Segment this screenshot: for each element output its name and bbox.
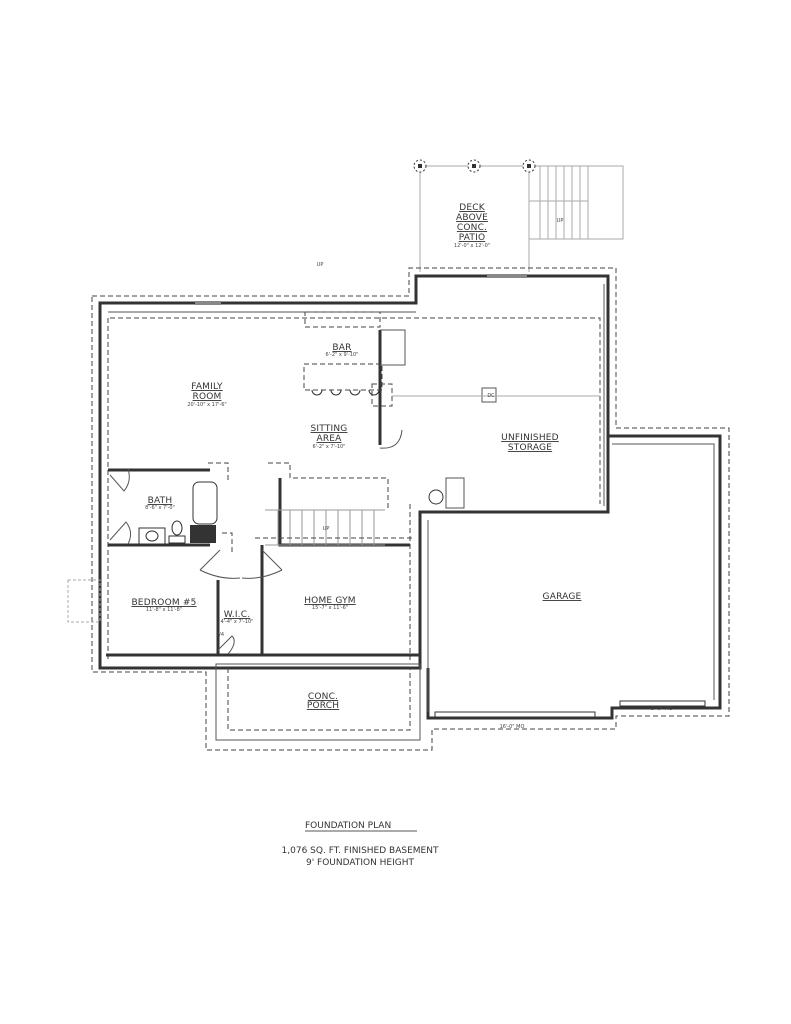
storage-label-2: STORAGE: [508, 443, 552, 453]
title-underline: [305, 830, 417, 832]
deck-label: DECK: [459, 203, 486, 213]
family-room-label: FAMILY: [191, 382, 223, 392]
double-door-swing: [199, 549, 283, 579]
door-swing: [379, 429, 403, 449]
family-room-label-2: ROOM: [193, 392, 222, 402]
garage-door-9: [619, 700, 706, 707]
bar-dims: 6'-2" x 9'-10": [325, 352, 358, 358]
deck-dims: 12'-0" x 12'-0": [454, 243, 490, 249]
deck-post-icon: [413, 159, 427, 173]
deck-area: [413, 159, 624, 272]
water-heater-icon: [428, 489, 444, 505]
bath-dims: 8'-6" x 7'-0": [145, 505, 175, 511]
wic-dims: 4'-4" x 7'-10": [220, 619, 253, 625]
furnace-icon: [445, 477, 465, 509]
plan-title: FOUNDATION PLAN: [305, 821, 391, 831]
garage-door-2-label: 9'-0" MO: [651, 706, 673, 712]
post-label: DC: [487, 393, 495, 399]
sitting-area-dims: 6'-2" x 7'-10": [312, 444, 345, 450]
deck-label-2: ABOVE: [456, 213, 488, 223]
door-swing: [217, 635, 235, 655]
stair-up-label: UP: [323, 526, 330, 532]
footing-outline: [91, 267, 730, 751]
sqft-note: 1,076 SQ. FT. FINISHED BASEMENT: [282, 846, 439, 856]
stairs: [265, 509, 385, 546]
storage-label: UNFINISHED: [501, 433, 559, 443]
stair-up-label: UP: [557, 218, 564, 224]
bar-island: [303, 363, 383, 391]
garage-wall: [420, 434, 722, 720]
toilet-icon: [171, 520, 183, 536]
porch-slab: [215, 663, 421, 741]
home-gym-label: HOME GYM: [304, 596, 356, 606]
sitting-area-label: SITTING: [311, 424, 348, 434]
shower-icon: [190, 525, 216, 543]
family-room-dims: 20'-10" x 17'-6": [187, 402, 226, 408]
window: [195, 301, 221, 305]
porch-label-2: PORCH: [307, 701, 339, 711]
window: [487, 274, 527, 278]
deck-label-4: PATIO: [459, 233, 486, 243]
bar-counter: [304, 311, 381, 328]
porch-label: CONC.: [308, 692, 338, 702]
door-swing: [109, 521, 132, 545]
deck-post-icon: [522, 159, 536, 173]
bedroom5-dims: 11'-8" x 11'-8": [146, 607, 182, 613]
garage-door-1-label: 16'-0" MO: [500, 724, 525, 730]
bar-label: BAR: [332, 343, 351, 353]
deck-label-3: CONC.: [457, 223, 487, 233]
egress-window-well: [67, 579, 101, 623]
stair-up-label: UP: [317, 262, 324, 268]
deck-post-icon: [467, 159, 481, 173]
door-swing: [109, 468, 130, 492]
sitting-area-label-2: AREA: [316, 434, 342, 444]
bathtub-icon: [192, 481, 218, 525]
wic-label: W.I.C.: [224, 610, 251, 620]
garage-door-16: [434, 711, 596, 718]
bath-label: BATH: [148, 496, 173, 506]
bedroom5-label: BEDROOM #5: [131, 598, 196, 608]
home-gym-dims: 15'-7" x 11'-6": [312, 605, 348, 611]
sink-icon: [138, 527, 166, 545]
door-note: 2/4: [216, 632, 224, 638]
foundation-height-note: 9' FOUNDATION HEIGHT: [306, 858, 415, 868]
garage-label: GARAGE: [543, 592, 582, 602]
